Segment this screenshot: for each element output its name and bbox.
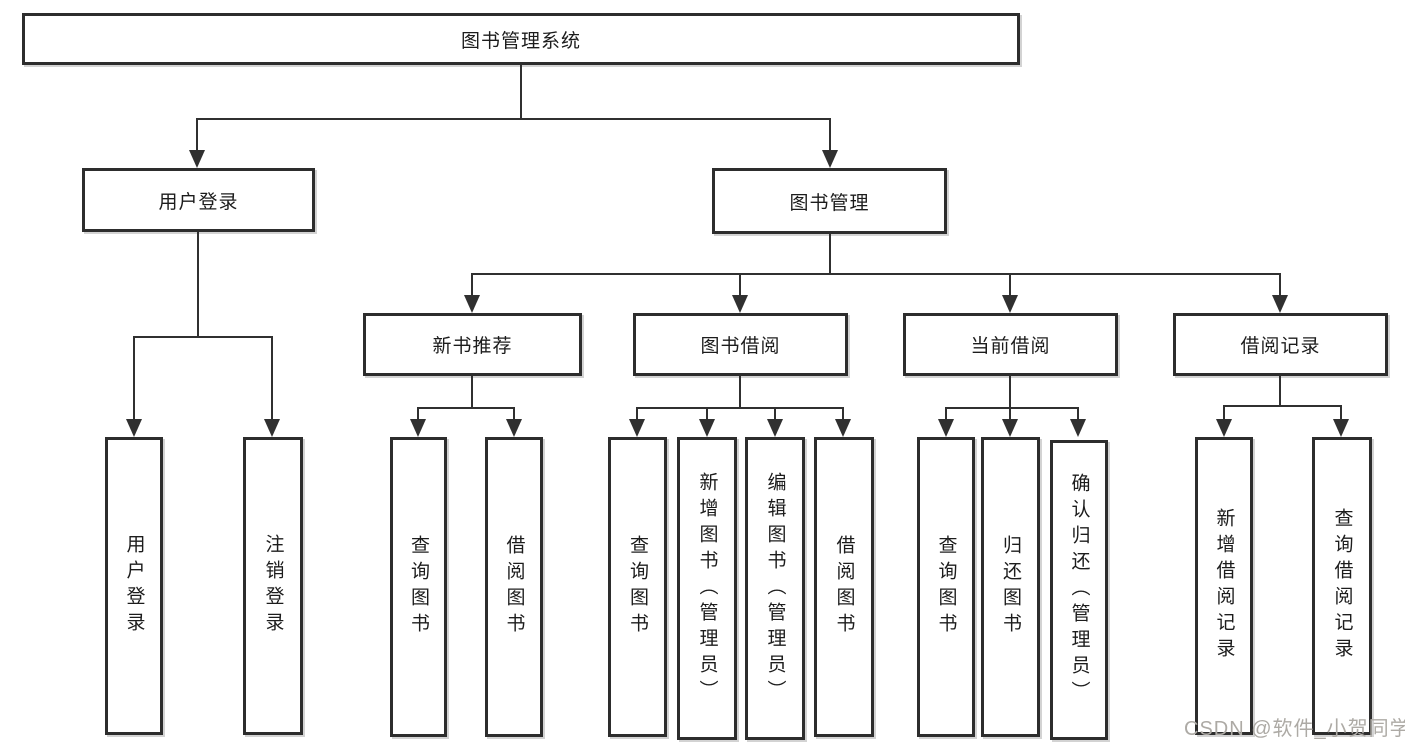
connector-line xyxy=(829,118,831,151)
node-label: 新增图书（管理员） xyxy=(696,471,718,706)
connector-line xyxy=(1223,405,1225,419)
connector-line xyxy=(1223,405,1342,407)
arrowhead-down-icon xyxy=(732,295,748,313)
connector-line xyxy=(196,118,831,120)
connector-line xyxy=(829,234,831,273)
connector-line xyxy=(945,407,1079,409)
node-leaf-nb-query-books: 查询图书 xyxy=(390,437,447,737)
connector-line xyxy=(1279,376,1281,405)
arrowhead-down-icon xyxy=(835,419,851,437)
connector-line xyxy=(513,407,515,419)
arrowhead-down-icon xyxy=(1216,419,1232,437)
connector-line xyxy=(774,407,776,419)
connector-line xyxy=(1340,405,1342,419)
node-label: 当前借阅 xyxy=(970,336,1051,357)
connector-line xyxy=(133,336,135,419)
arrowhead-down-icon xyxy=(189,150,205,168)
arrowhead-down-icon xyxy=(767,419,783,437)
arrowhead-down-icon xyxy=(629,419,645,437)
node-label: 确认归还（管理员） xyxy=(1068,473,1090,707)
node-label: 图书管理 xyxy=(789,192,870,214)
arrowhead-down-icon xyxy=(410,419,426,437)
node-book-borrow: 图书借阅 xyxy=(633,313,848,376)
node-new-book-recommend: 新书推荐 xyxy=(363,313,582,376)
connector-line xyxy=(945,407,947,419)
node-leaf-cb-return-books: 归还图书 xyxy=(981,437,1040,737)
arrowhead-down-icon xyxy=(464,295,480,313)
connector-line xyxy=(471,376,473,407)
connector-line xyxy=(471,273,473,295)
connector-line xyxy=(1279,273,1281,295)
arrowhead-down-icon xyxy=(126,419,142,437)
connector-line xyxy=(471,273,1281,275)
node-label: 查询图书 xyxy=(408,535,429,639)
arrowhead-down-icon xyxy=(938,419,954,437)
connector-line xyxy=(636,407,844,409)
connector-line xyxy=(1009,376,1011,407)
node-leaf-cb-confirm-return-admin: 确认归还（管理员） xyxy=(1050,440,1108,740)
connector-line xyxy=(271,336,273,419)
node-leaf-nb-borrow-books: 借阅图书 xyxy=(485,437,543,737)
node-leaf-bb-query-books: 查询图书 xyxy=(608,437,667,737)
connector-line xyxy=(636,407,638,419)
node-label: 借阅记录 xyxy=(1240,336,1321,357)
node-label: 新书推荐 xyxy=(432,336,513,357)
node-label: 用户登录 xyxy=(158,191,239,213)
arrowhead-down-icon xyxy=(264,419,280,437)
node-label: 用户登录 xyxy=(123,534,145,638)
node-leaf-bb-edit-books-admin: 编辑图书（管理员） xyxy=(745,437,805,740)
node-label: 查询图书 xyxy=(935,535,957,639)
node-leaf-br-add-record: 新增借阅记录 xyxy=(1195,437,1253,735)
node-borrow-records: 借阅记录 xyxy=(1173,313,1388,376)
arrowhead-down-icon xyxy=(1272,295,1288,313)
connector-line xyxy=(133,336,273,338)
arrowhead-down-icon xyxy=(699,419,715,437)
connector-line xyxy=(1009,407,1011,419)
connector-line xyxy=(520,65,522,118)
node-label: 注销登录 xyxy=(262,534,284,638)
node-leaf-br-query-record: 查询借阅记录 xyxy=(1312,437,1372,735)
arrowhead-down-icon xyxy=(506,419,522,437)
connector-line xyxy=(739,376,741,407)
connector-line xyxy=(706,407,708,419)
node-current-borrow: 当前借阅 xyxy=(903,313,1118,376)
connector-line xyxy=(196,118,198,151)
node-label: 编辑图书（管理员） xyxy=(764,471,786,706)
connector-line xyxy=(417,407,419,419)
node-label: 借阅图书 xyxy=(503,535,525,639)
node-label: 图书管理系统 xyxy=(460,30,581,52)
node-label: 借阅图书 xyxy=(833,535,855,639)
connector-line xyxy=(197,232,199,336)
connector-line xyxy=(1009,273,1011,295)
node-leaf-user-login: 用户登录 xyxy=(105,437,163,735)
connector-line xyxy=(417,407,515,409)
node-leaf-cb-query-books: 查询图书 xyxy=(917,437,975,737)
node-user-login: 用户登录 xyxy=(82,168,315,232)
node-label: 查询图书 xyxy=(627,535,648,639)
node-label: 图书借阅 xyxy=(700,336,781,357)
connector-line xyxy=(1077,407,1079,419)
node-book-management: 图书管理 xyxy=(712,168,947,234)
node-label: 查询借阅记录 xyxy=(1331,508,1353,664)
csdn-watermark: CSDN @软件_小贺同学 xyxy=(1184,718,1405,740)
node-root-library-system: 图书管理系统 xyxy=(22,13,1020,65)
arrowhead-down-icon xyxy=(1002,295,1018,313)
node-leaf-logout: 注销登录 xyxy=(243,437,303,735)
arrowhead-down-icon xyxy=(822,150,838,168)
node-label: 归还图书 xyxy=(1000,535,1021,639)
arrowhead-down-icon xyxy=(1002,419,1018,437)
arrowhead-down-icon xyxy=(1070,419,1086,437)
connector-line xyxy=(739,273,741,295)
arrowhead-down-icon xyxy=(1333,419,1349,437)
node-leaf-bb-borrow-books: 借阅图书 xyxy=(814,437,874,737)
node-label: 新增借阅记录 xyxy=(1213,508,1235,664)
node-leaf-bb-add-books-admin: 新增图书（管理员） xyxy=(677,437,737,740)
connector-line xyxy=(842,407,844,419)
